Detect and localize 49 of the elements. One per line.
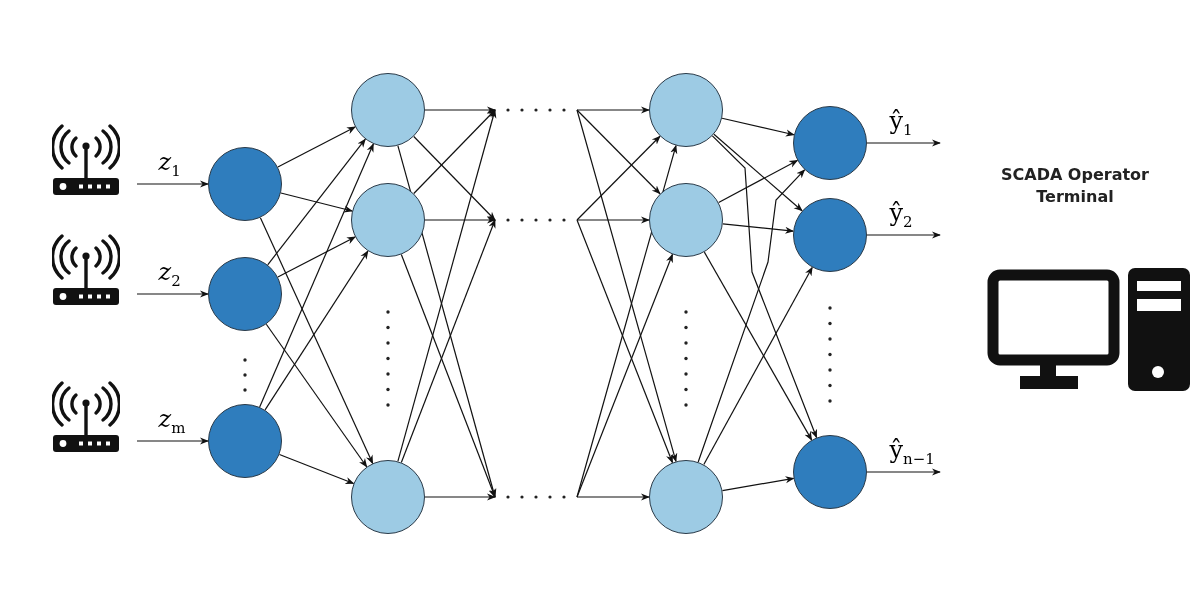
- arrow: [576, 109, 661, 195]
- arrow: [576, 253, 674, 498]
- arrow: [277, 236, 356, 278]
- arrow: [866, 231, 941, 239]
- neuron-circle: [649, 73, 723, 147]
- arrow: [721, 476, 795, 492]
- arrow: [277, 126, 356, 168]
- arrow: [576, 216, 650, 224]
- arrow: [576, 109, 678, 463]
- arrow: [136, 437, 209, 445]
- arrow: [413, 135, 496, 221]
- arrow: [703, 251, 813, 441]
- arrow: [136, 180, 209, 188]
- arrow: [278, 453, 355, 485]
- arrow: [259, 217, 374, 465]
- arrow: [576, 493, 650, 501]
- arrow: [576, 135, 661, 221]
- arrow: [703, 266, 813, 466]
- arrow: [722, 223, 795, 234]
- arrow: [259, 143, 374, 408]
- router-icon: [52, 234, 120, 306]
- arrow: [697, 169, 806, 463]
- neuron-circle: [208, 257, 282, 331]
- arrow: [136, 290, 209, 298]
- arrow: [400, 219, 496, 464]
- arrow: [413, 109, 496, 195]
- arrow: [265, 323, 368, 468]
- arrow: [866, 468, 941, 476]
- arrow: [711, 135, 818, 439]
- arrow: [397, 109, 497, 462]
- arrow: [264, 250, 369, 411]
- neuron-circle: [649, 183, 723, 257]
- router-icon: [52, 124, 120, 196]
- router-icon: [52, 381, 120, 453]
- neuron-circle: [351, 183, 425, 257]
- terminal-label: SCADA Operator Terminal: [1000, 164, 1150, 208]
- arrow: [721, 117, 795, 137]
- edge-label: ŷ$_{2}$: [887, 201, 915, 230]
- arrow: [576, 219, 674, 464]
- arrow: [576, 106, 650, 114]
- arrow: [424, 106, 496, 114]
- arrow: [424, 216, 496, 224]
- arrow: [267, 138, 366, 266]
- arrow: [866, 139, 941, 147]
- arrow: [280, 192, 353, 213]
- arrow: [713, 133, 803, 212]
- arrow: [424, 493, 496, 501]
- arrow: [400, 253, 496, 498]
- arrow: [718, 159, 799, 204]
